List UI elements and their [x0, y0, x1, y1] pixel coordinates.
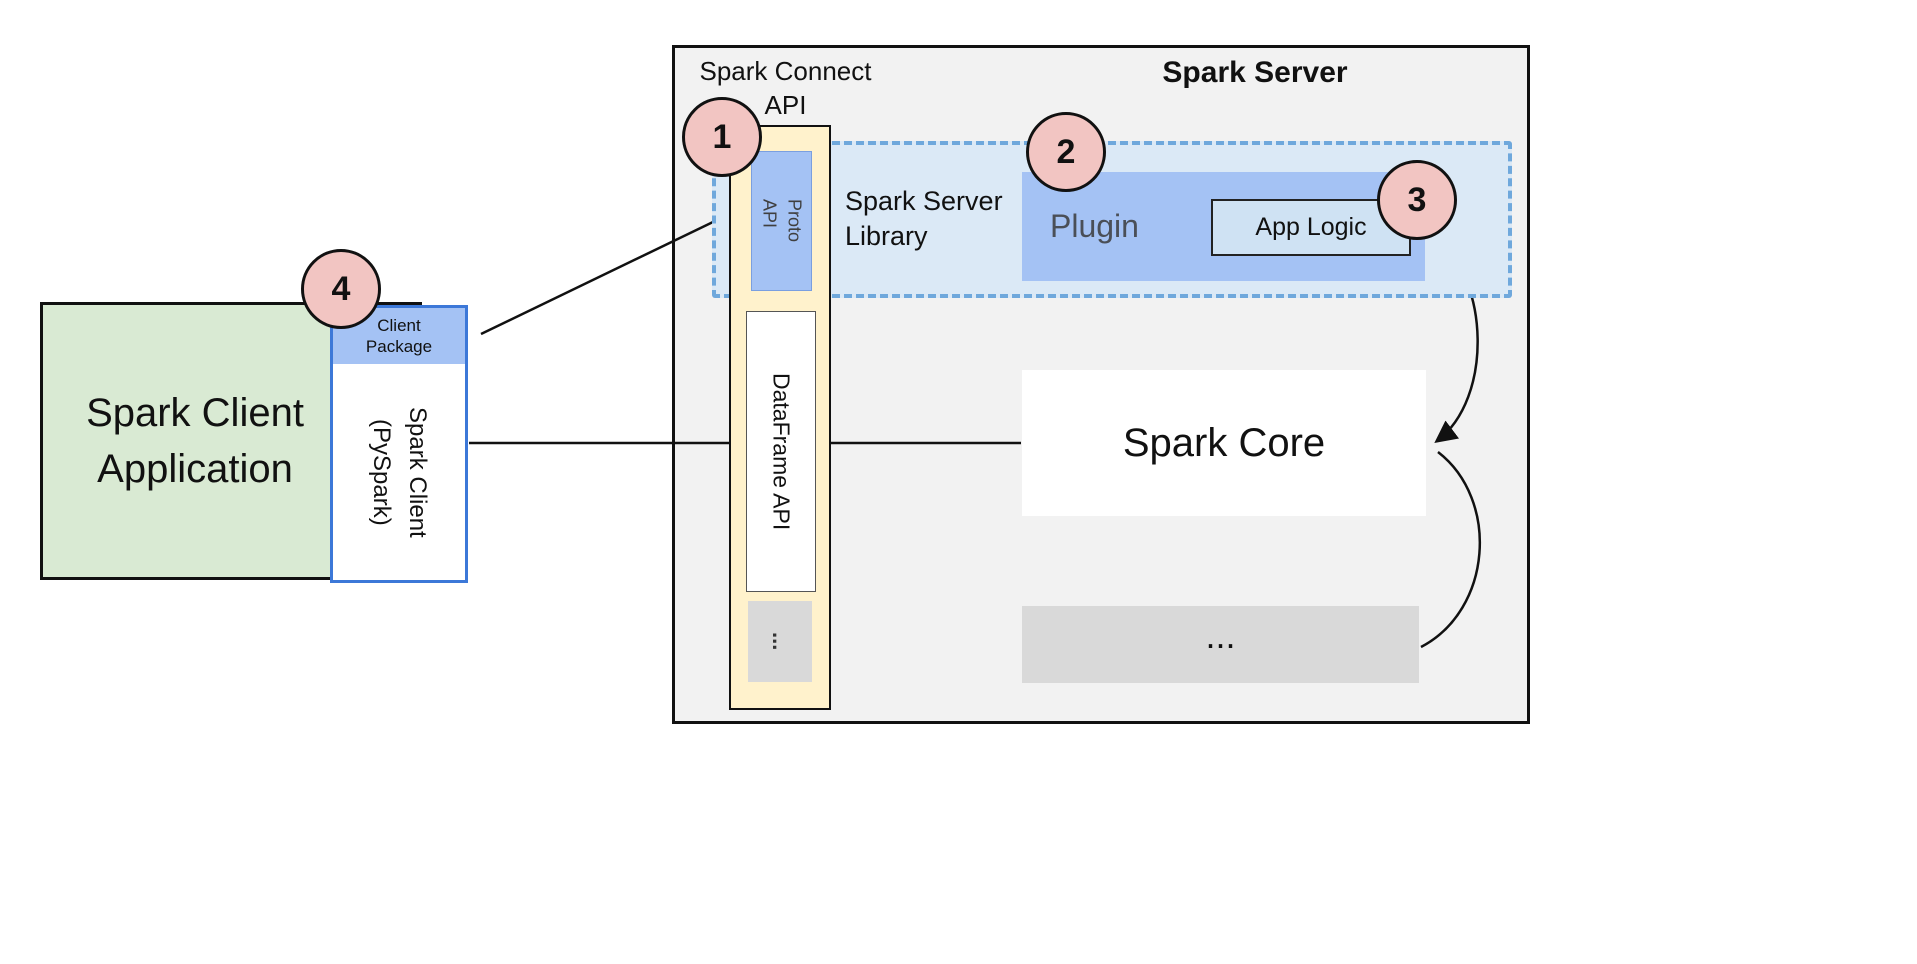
spark-server-library-label: Spark Server Library — [845, 186, 1003, 252]
proto-api-box: Proto API — [751, 151, 812, 291]
more-components-dots: ... — [1205, 614, 1236, 656]
step-badge-3: 3 — [1377, 160, 1457, 240]
plugin-label: Plugin — [1050, 208, 1139, 244]
step-badge-2-number: 2 — [1056, 132, 1076, 171]
dataframe-api-box: DataFrame API — [746, 311, 816, 592]
app-logic-box: App Logic — [1211, 199, 1411, 256]
step-badge-2: 2 — [1026, 112, 1106, 192]
step-badge-4-number: 4 — [331, 269, 351, 308]
app-logic-label: App Logic — [1255, 213, 1367, 241]
spark-core-box: Spark Core — [1022, 370, 1426, 516]
client-package-label: Client Package — [365, 315, 433, 356]
step-badge-4: 4 — [301, 249, 381, 329]
api-more-box: ... — [748, 601, 812, 682]
step-badge-3-number: 3 — [1407, 180, 1427, 219]
step-badge-1-number: 1 — [712, 117, 732, 156]
spark-server-title: Spark Server — [1162, 56, 1348, 89]
spark-core-label: Spark Core — [1122, 420, 1326, 465]
pyspark-label-area: Spark Client (PySpark) — [333, 364, 465, 580]
step-badge-1: 1 — [682, 97, 762, 177]
api-more-dots: ... — [768, 632, 793, 651]
more-components-box: ... — [1022, 606, 1419, 683]
spark-client-application-label: Spark Client Application — [86, 391, 304, 491]
spark-client-pyspark-box: Client Package Spark Client (PySpark) — [330, 305, 468, 583]
spark-connect-api-label: Spark Connect API — [699, 56, 872, 120]
dataframe-api-label: DataFrame API — [768, 372, 795, 531]
spark-client-pyspark-label: Spark Client (PySpark) — [368, 406, 431, 538]
proto-api-label: Proto API — [759, 199, 805, 243]
